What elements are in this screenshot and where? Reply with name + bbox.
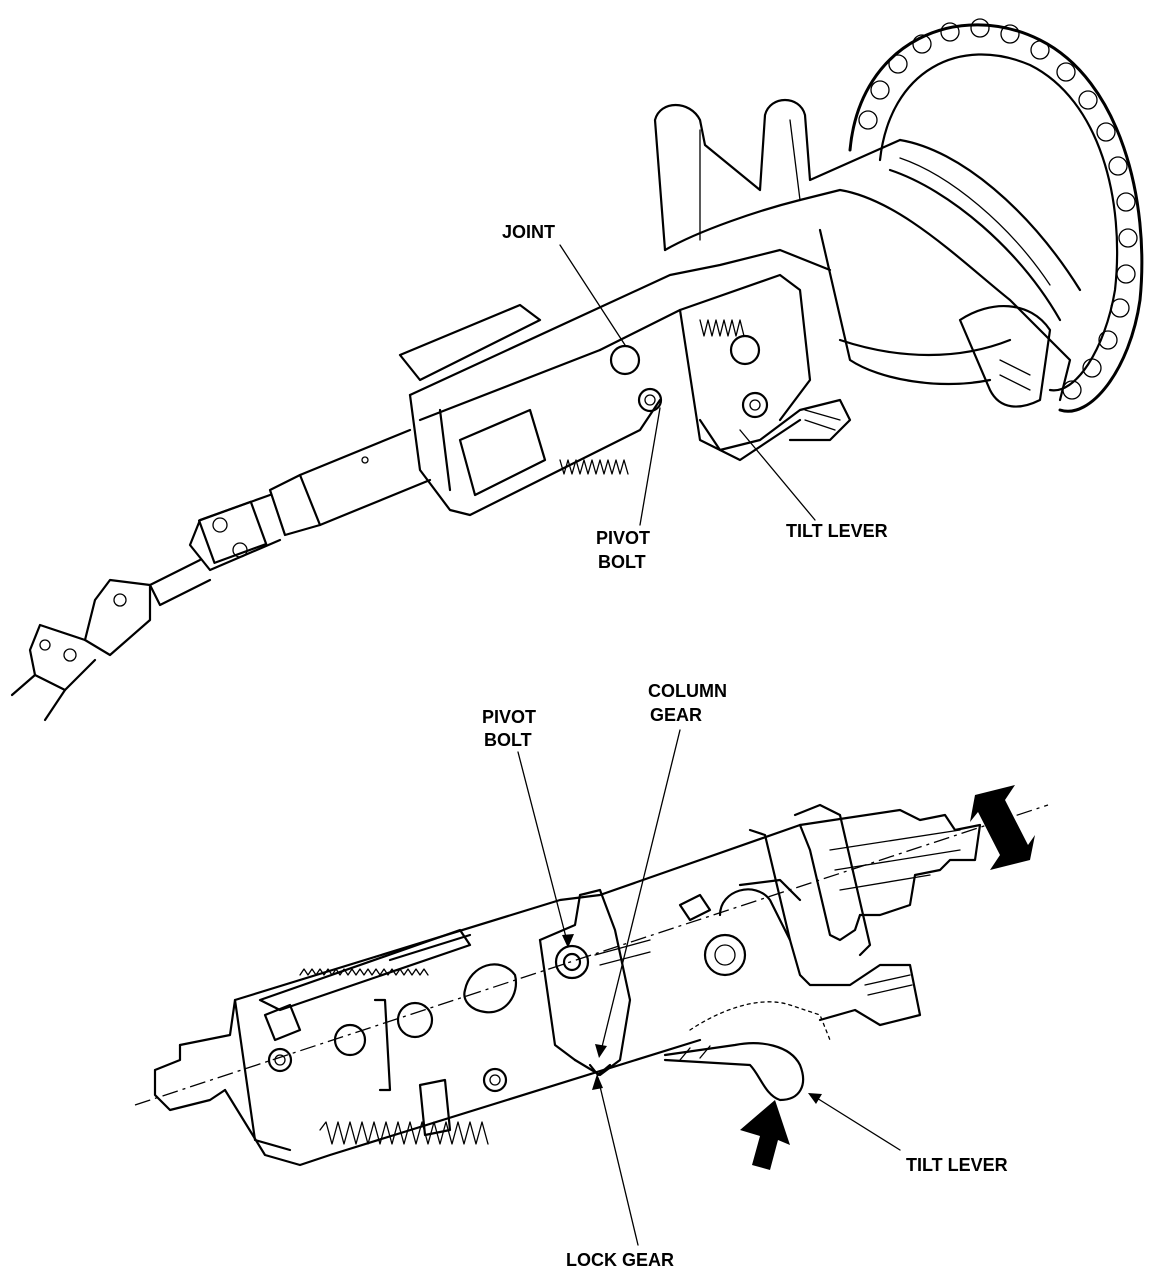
tilt-up-down-arrow (970, 785, 1035, 870)
top-pivot-bolt-label-line1: PIVOT (596, 528, 650, 548)
bottom-column-gear-label-line1: COLUMN (648, 681, 727, 701)
top-tilt-lever-label: TILT LEVER (786, 521, 888, 541)
lever-push-arrow (740, 1100, 790, 1170)
bottom-lock-gear-label: LOCK GEAR (566, 1250, 674, 1270)
upper-column-bracket (398, 248, 852, 517)
bottom-pivot-bolt-label-line2: BOLT (484, 730, 532, 750)
top-pivot-bolt-label-line2: BOLT (598, 552, 646, 572)
bottom-leader-lines (517, 729, 901, 1246)
bottom-tilt-mechanism-detail: PIVOT BOLT COLUMN GEAR TILT LEVER LOCK G… (134, 681, 1049, 1270)
top-steering-column-assembly: JOINT PIVOT BOLT TILT LEVER (10, 18, 1144, 722)
top-leader-lines (559, 244, 816, 526)
bottom-column-gear-label-line2: GEAR (650, 705, 702, 725)
bottom-pivot-bolt-label-line1: PIVOT (482, 707, 536, 727)
tilt-direction-arrows (740, 785, 1035, 1170)
column-shroud (653, 99, 1072, 408)
top-joint-label: JOINT (502, 222, 555, 242)
bottom-shaft-end (748, 803, 982, 957)
steering-wheel (848, 18, 1144, 413)
lower-shaft-and-joints (10, 428, 432, 722)
bottom-tilt-lever-label: TILT LEVER (906, 1155, 1008, 1175)
bottom-column-housing (153, 823, 922, 1167)
